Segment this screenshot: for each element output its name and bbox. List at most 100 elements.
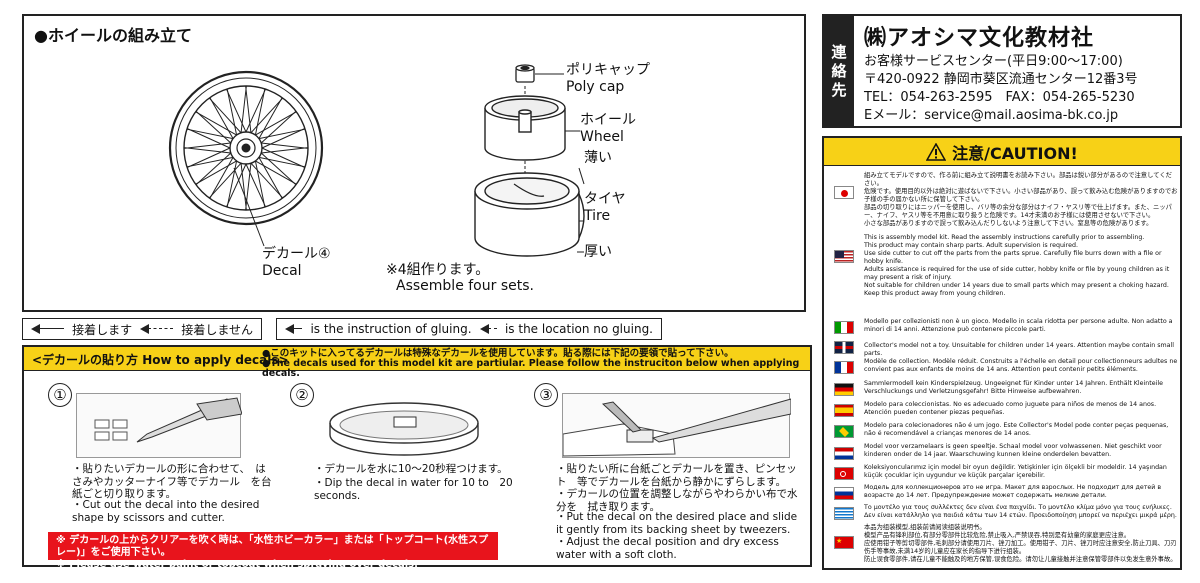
decal-note-jp: ●このキットに入ってるデカールは特殊なデカールを使用しています。貼る際には下記の… [262, 348, 734, 359]
flag-france-icon [834, 361, 854, 374]
flag-spain-icon [834, 404, 854, 417]
wheel-spoke [195, 160, 237, 185]
spray-warning-banner: ※ デカールの上からクリアーを吹く時は、「水性ホビーカラー」または「トップコート… [48, 532, 498, 570]
flag-russia-icon [834, 487, 854, 500]
solid-arrow-icon [31, 324, 65, 334]
wheel-spoke [258, 157, 283, 199]
wheel-spoke [226, 88, 238, 136]
caution-text-uk: Collector's model not a toy. Unsuitable … [864, 342, 1175, 357]
decal-label-en: Decal [262, 263, 302, 279]
spray-warning-en: ※ Please use water paint or topcoat when… [56, 559, 418, 570]
wheel-assembly-illustration [168, 64, 585, 257]
decal-label-jp: デカール④ [262, 246, 331, 262]
wheel-spoke [195, 152, 232, 186]
caution-text-de: Sammlermodell kein Kinderspielzeug. Unge… [864, 380, 1164, 395]
step-1-number: ① [48, 383, 72, 407]
caution-text-tr: Koleksiyoncularımız için model bir oyun … [864, 464, 1167, 479]
caution-text-gr: Το μοντέλο για τους συλλέκτες δεν είναι … [864, 504, 1177, 519]
dashed-arrow-icon [140, 324, 174, 334]
polycap-part [515, 64, 535, 83]
thin-label: 薄い [584, 150, 612, 166]
email: Eメール：service@mail.aosima-bk.co.jp [864, 108, 1119, 123]
wheel-spoke [261, 128, 306, 149]
wheel-spoke [260, 152, 297, 186]
wheel-spoke [183, 147, 231, 154]
caution-text-jp: 組み立てモデルですので、作る前に組み立て説明書をお読み下さい。部品は鋭い部分があ… [864, 172, 1178, 227]
decal-note: ●このキットに入ってるデカールは特殊なデカールを使用しています。貼る際には下記の… [262, 349, 810, 379]
wheel-spoke [254, 88, 266, 136]
caution-text-ru: Модель для коллекционеров это не игра. М… [864, 484, 1162, 499]
step-3-text-jp: ・貼りたい所に台紙ごとデカールを置き、ピンセット 等でデカールを台紙から静かにず… [556, 463, 798, 513]
caution-text-br: Modelo para colecionadores não é um jogo… [864, 422, 1169, 437]
glue-label-jp: 接着します [72, 322, 133, 337]
caution-title: 注意/CAUTION! [952, 143, 1078, 163]
wheel-spoke [245, 85, 252, 133]
company-name: ㈱アオシマ文化教材社 [864, 26, 1095, 51]
tire-label-jp: タイヤ [584, 191, 626, 207]
wheel-spoke [226, 160, 238, 208]
caution-text-nl: Model voor verzamelaars is geen speeltje… [864, 443, 1162, 458]
wheel-spoke [261, 142, 309, 149]
service-center: お客様サービスセンター(平日9:00～17:00) [864, 54, 1123, 69]
contact-side-label: 連 絡 先 [824, 16, 854, 126]
wheel-spoke [261, 147, 306, 168]
step-2-number: ② [290, 383, 314, 407]
four-sets-en: Assemble four sets. [396, 278, 534, 294]
wheel-spoke [261, 147, 309, 154]
wheel-spoke [258, 156, 306, 168]
caution-header: 注意/CAUTION! [824, 138, 1180, 166]
noglue-label-jp: 接着しません [181, 322, 253, 337]
flag-italy-icon [834, 321, 854, 334]
wheel-spoke [250, 162, 284, 199]
wheel-spoke [258, 128, 306, 140]
step-2-text-jp: ・デカールを水に10～20秒程つけます。 [314, 463, 508, 475]
warning-triangle-icon [926, 142, 947, 161]
step-3-text-en: ・Put the decal on the desired place and … [556, 511, 798, 561]
flag-turkey-icon [834, 467, 854, 480]
wheel-spoke [245, 88, 266, 133]
step-1-illustration [76, 393, 243, 458]
caution-panel: 注意/CAUTION! ★ 組み立てモデルですので、作る前に組み立て説明書をお読… [822, 136, 1182, 570]
wheel-spoke [250, 97, 284, 134]
wheel-side-part [484, 95, 566, 161]
address: 〒420-0922 静岡市葵区流通センター12番3号 [864, 72, 1138, 87]
dashed-arrow-icon [479, 324, 498, 334]
wheel-spoke [208, 97, 242, 134]
wheel-spoke [186, 128, 234, 140]
wheel-spoke [208, 162, 242, 199]
polycap-label-en: Poly cap [566, 79, 625, 95]
caution-text-fr: Modèle de collection. Modèle réduit. Con… [864, 358, 1178, 373]
caution-text-cn: 本品为组装模型,组装前请阅读组装说明书。 模型产品有锋利部位,有部分零部件比较危… [864, 524, 1177, 563]
step-1-text-en: ・Cut out the decal into the desired shap… [72, 499, 270, 524]
wheel-spoke [226, 88, 247, 133]
polycap-label-jp: ポリキャップ [566, 62, 650, 78]
four-sets-jp: ※4組作ります。 [386, 262, 490, 278]
flag-germany-icon [834, 383, 854, 396]
flag-japan-icon [834, 186, 854, 199]
wheel-spoke [260, 110, 297, 144]
wheel-spoke [226, 163, 247, 208]
noglue-label-en: is the location no gluing. [504, 322, 653, 336]
assembly-title: ●ホイールの組み立て [34, 26, 192, 45]
flag-usa-icon [834, 250, 854, 263]
tire-part [474, 172, 585, 257]
caution-text-es: Modelo para coleccionistas. No es adecua… [864, 401, 1157, 416]
wheel-spoke [245, 163, 252, 211]
thick-label: 厚い [584, 244, 612, 260]
wheel-spoke [240, 163, 247, 211]
wheel-spoke [195, 110, 232, 144]
caution-text-it: Modello per collezionisti non è un gioco… [864, 318, 1173, 333]
flag-netherlands-icon [834, 447, 854, 460]
flag-uk-icon [834, 341, 854, 354]
wheel-spoke [254, 160, 266, 208]
decal-instructions-panel: <デカールの貼り方 How to apply decals> ●このキットに入っ… [22, 345, 812, 567]
flag-china-icon: ★ [834, 536, 854, 549]
contact-panel: 連 絡 先 ㈱アオシマ文化教材社 お客様サービスセンター(平日9:00～17:0… [822, 14, 1182, 128]
wheel-spoke [209, 157, 234, 199]
step-3-number: ③ [534, 383, 558, 407]
flag-greece-icon [834, 507, 854, 520]
wheel-spoke [245, 163, 266, 208]
wheel-spoke [195, 111, 237, 136]
wheel-spoke [183, 142, 231, 149]
wheel-spoke [186, 128, 231, 149]
